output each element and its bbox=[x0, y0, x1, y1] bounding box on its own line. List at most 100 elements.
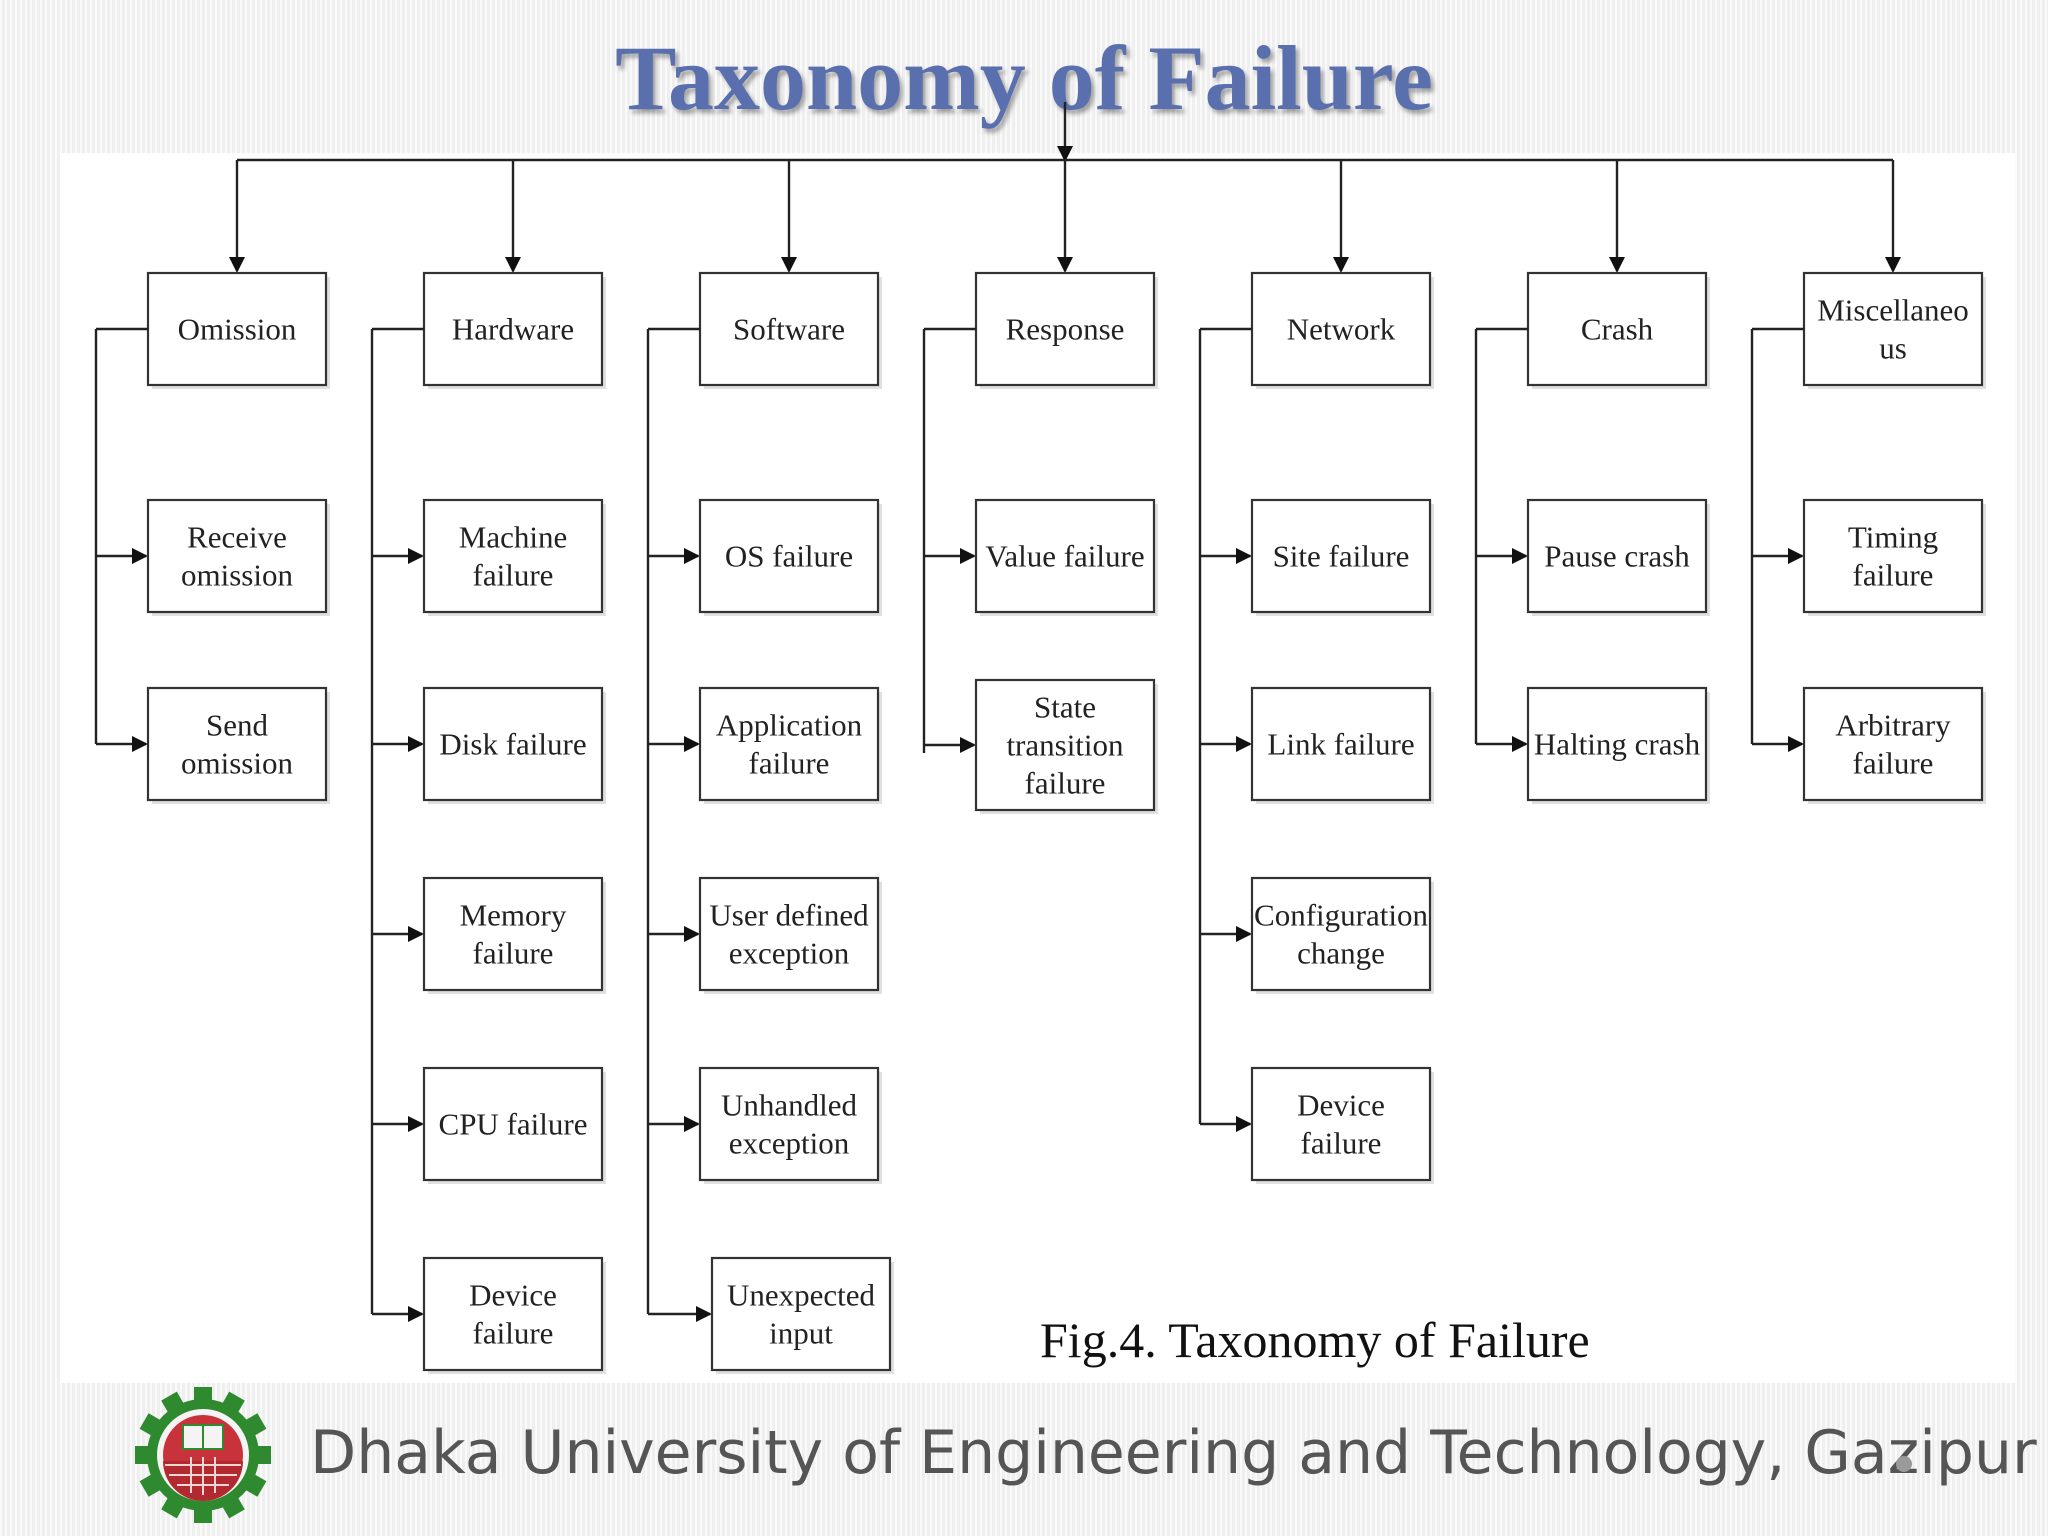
node-cpu-failure-hardware-box-label: CPU failure bbox=[439, 1107, 588, 1142]
node-application-failure-software-box-label: failure bbox=[749, 746, 830, 781]
category-omission-arrowhead bbox=[229, 257, 245, 273]
node-device-failure-network-box bbox=[1250, 1066, 1432, 1182]
node-unexpected-input-software-box-label: Unexpected bbox=[727, 1278, 876, 1313]
node-unexpected-input-software-arrowhead bbox=[696, 1306, 712, 1322]
node-device-failure-network-box-label: Device bbox=[1297, 1088, 1385, 1123]
node-arbitrary-failure-miscellaneous-arrowhead bbox=[1788, 736, 1804, 752]
node-disk-failure-hardware-box-label: Disk failure bbox=[439, 727, 586, 762]
figure-caption: Fig.4. Taxonomy of Failure bbox=[1040, 1312, 1590, 1368]
node-cpu-failure-hardware-box bbox=[422, 1066, 604, 1182]
category-software-arrowhead bbox=[781, 257, 797, 273]
category-software-box-label: Software bbox=[733, 312, 845, 347]
node-configuration-change-network-box-label: change bbox=[1297, 936, 1385, 971]
category-omission-box bbox=[146, 271, 328, 387]
node-user-defined-exception-software-box-label: User defined bbox=[709, 898, 869, 933]
node-link-failure-network-box-label: Link failure bbox=[1267, 727, 1414, 762]
node-send-omission-omission-arrowhead bbox=[132, 736, 148, 752]
footer: Dhaka University of Engineering and Tech… bbox=[0, 1385, 2048, 1536]
node-halting-crash-crash-box bbox=[1526, 686, 1708, 802]
category-hardware-box bbox=[422, 271, 604, 387]
category-miscellaneous-box bbox=[1802, 271, 1984, 387]
node-timing-failure-miscellaneous-box-label: Timing bbox=[1848, 520, 1938, 555]
node-device-failure-network-arrowhead bbox=[1236, 1116, 1252, 1132]
node-user-defined-exception-software-box bbox=[698, 876, 880, 992]
category-crash-arrowhead bbox=[1609, 257, 1625, 273]
node-state-transition-failure-response-box bbox=[974, 678, 1156, 812]
category-crash-box bbox=[1526, 271, 1708, 387]
category-hardware-box-label: Hardware bbox=[452, 312, 574, 347]
node-configuration-change-network-box bbox=[1250, 876, 1432, 992]
node-timing-failure-miscellaneous-arrowhead bbox=[1788, 548, 1804, 564]
category-omission-box-label: Omission bbox=[178, 312, 297, 347]
node-value-failure-response-box bbox=[974, 498, 1156, 614]
node-device-failure-hardware-box bbox=[422, 1256, 604, 1372]
node-send-omission-omission-box bbox=[146, 686, 328, 802]
node-receive-omission-omission-box-label: omission bbox=[181, 558, 293, 593]
university-name: Dhaka University of Engineering and Tech… bbox=[310, 1418, 2037, 1488]
node-value-failure-response-box-label: Value failure bbox=[985, 539, 1144, 574]
node-machine-failure-hardware-box-label: failure bbox=[473, 558, 554, 593]
category-crash-box-label: Crash bbox=[1581, 312, 1654, 347]
category-miscellaneous-box-label: us bbox=[1879, 331, 1907, 366]
node-memory-failure-hardware-box-label: failure bbox=[473, 936, 554, 971]
bullet-dot bbox=[1896, 1456, 1912, 1472]
node-state-transition-failure-response-box-label: transition bbox=[1006, 728, 1124, 763]
node-arbitrary-failure-miscellaneous-box-label: failure bbox=[1853, 746, 1934, 781]
node-unhandled-exception-software-box bbox=[698, 1066, 880, 1182]
node-device-failure-hardware-box-label: Device bbox=[469, 1278, 557, 1313]
node-timing-failure-miscellaneous-box-label: failure bbox=[1853, 558, 1934, 593]
node-configuration-change-network-box-label: Configuration bbox=[1254, 898, 1428, 933]
category-miscellaneous-box-label: Miscellaneo bbox=[1817, 293, 1969, 328]
node-os-failure-software-box-label: OS failure bbox=[725, 539, 853, 574]
node-application-failure-software-arrowhead bbox=[684, 736, 700, 752]
node-arbitrary-failure-miscellaneous-box-label: Arbitrary bbox=[1835, 708, 1951, 743]
node-site-failure-network-box-label: Site failure bbox=[1273, 539, 1410, 574]
category-network-box-label: Network bbox=[1287, 312, 1396, 347]
node-link-failure-network-arrowhead bbox=[1236, 736, 1252, 752]
node-halting-crash-crash-box-label: Halting crash bbox=[1534, 727, 1701, 762]
node-pause-crash-crash-arrowhead bbox=[1512, 548, 1528, 564]
node-disk-failure-hardware-arrowhead bbox=[408, 736, 424, 752]
category-hardware-arrowhead bbox=[505, 257, 521, 273]
node-timing-failure-miscellaneous-box bbox=[1802, 498, 1984, 614]
node-machine-failure-hardware-box bbox=[422, 498, 604, 614]
node-configuration-change-network-arrowhead bbox=[1236, 926, 1252, 942]
node-value-failure-response-arrowhead bbox=[960, 548, 976, 564]
node-arbitrary-failure-miscellaneous-box bbox=[1802, 686, 1984, 802]
node-unhandled-exception-software-box-label: exception bbox=[729, 1126, 850, 1161]
node-unhandled-exception-software-box-label: Unhandled bbox=[721, 1088, 858, 1123]
node-os-failure-software-arrowhead bbox=[684, 548, 700, 564]
node-application-failure-software-box-label: Application bbox=[716, 708, 863, 743]
node-receive-omission-omission-box-label: Receive bbox=[187, 520, 287, 555]
node-state-transition-failure-response-box-label: failure bbox=[1025, 766, 1106, 801]
node-send-omission-omission-box-label: omission bbox=[181, 746, 293, 781]
node-device-failure-network-box-label: failure bbox=[1301, 1126, 1382, 1161]
category-network-box bbox=[1250, 271, 1432, 387]
node-application-failure-software-box bbox=[698, 686, 880, 802]
node-unexpected-input-software-box bbox=[710, 1256, 892, 1372]
node-state-transition-failure-response-box-label: State bbox=[1034, 690, 1096, 725]
node-disk-failure-hardware-box bbox=[422, 686, 604, 802]
category-miscellaneous-arrowhead bbox=[1885, 257, 1901, 273]
node-cpu-failure-hardware-arrowhead bbox=[408, 1116, 424, 1132]
node-receive-omission-omission-arrowhead bbox=[132, 548, 148, 564]
node-receive-omission-omission-box bbox=[146, 498, 328, 614]
node-unexpected-input-software-box-label: input bbox=[769, 1316, 833, 1351]
node-halting-crash-crash-arrowhead bbox=[1512, 736, 1528, 752]
category-network-arrowhead bbox=[1333, 257, 1349, 273]
node-pause-crash-crash-box bbox=[1526, 498, 1708, 614]
category-response-box bbox=[974, 271, 1156, 387]
node-user-defined-exception-software-box-label: exception bbox=[729, 936, 850, 971]
category-response-arrowhead bbox=[1057, 257, 1073, 273]
node-pause-crash-crash-box-label: Pause crash bbox=[1544, 539, 1690, 574]
category-response-box-label: Response bbox=[1006, 312, 1125, 347]
node-machine-failure-hardware-box-label: Machine bbox=[459, 520, 567, 555]
node-state-transition-failure-response-arrowhead bbox=[960, 737, 976, 753]
node-os-failure-software-box bbox=[698, 498, 880, 614]
node-site-failure-network-box bbox=[1250, 498, 1432, 614]
university-logo bbox=[135, 1387, 271, 1523]
node-unhandled-exception-software-arrowhead bbox=[684, 1116, 700, 1132]
node-memory-failure-hardware-box-label: Memory bbox=[460, 898, 567, 933]
node-link-failure-network-box bbox=[1250, 686, 1432, 802]
node-site-failure-network-arrowhead bbox=[1236, 548, 1252, 564]
